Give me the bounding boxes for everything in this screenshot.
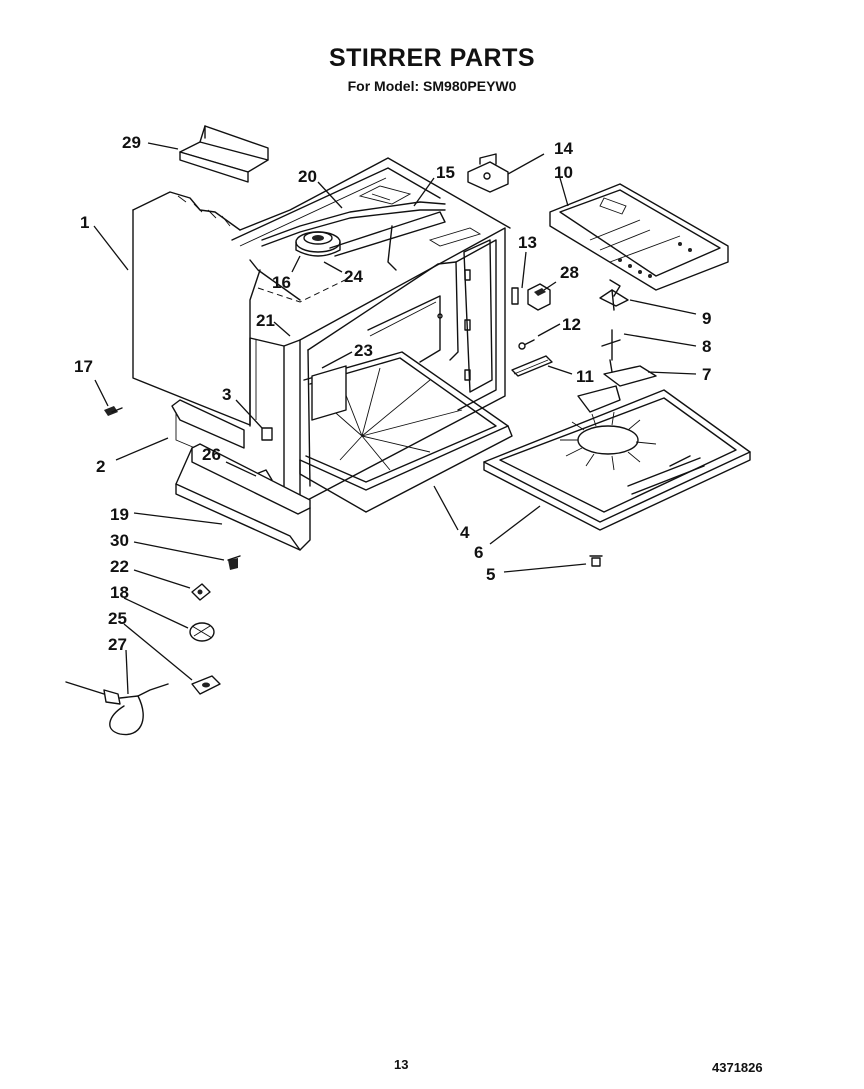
callout-19: 19 — [110, 505, 129, 524]
callout-1: 1 — [80, 213, 90, 232]
part-10-control-board — [549, 183, 729, 291]
part-17-screw — [104, 406, 123, 416]
callout-16: 16 — [272, 273, 291, 292]
part-8-shaft — [601, 329, 621, 361]
callout-27: 27 — [108, 635, 127, 654]
callout-2: 2 — [96, 457, 106, 476]
callout-14: 14 — [554, 139, 573, 158]
part-19-bottom-rail — [175, 443, 311, 551]
callout-7: 7 — [702, 365, 712, 384]
leader-lines — [93, 142, 697, 695]
callout-12: 12 — [562, 315, 581, 334]
part-3-clip — [261, 427, 273, 441]
part-20-stirrer-motor — [261, 185, 482, 271]
callout-22: 22 — [110, 557, 129, 576]
callout-6: 6 — [474, 543, 484, 562]
callout-4: 4 — [460, 523, 470, 542]
part-13-clip — [511, 287, 519, 305]
part-29-cover — [179, 125, 269, 183]
callout-15: 15 — [436, 163, 455, 182]
part-6-bottom-tray — [483, 385, 751, 531]
callout-24: 24 — [344, 267, 363, 286]
part-28-switch — [527, 283, 551, 311]
document-number: 4371826 — [712, 1060, 763, 1075]
callout-3: 3 — [222, 385, 232, 404]
part-11-strip — [511, 355, 553, 377]
callout-25: 25 — [108, 609, 127, 628]
part-4-cavity-floor — [299, 351, 513, 513]
callout-30: 30 — [110, 531, 129, 550]
callout-20: 20 — [298, 167, 317, 186]
page-title: STIRRER PARTS — [328, 44, 536, 72]
part-30-screw — [227, 555, 241, 570]
part-25-bushing — [191, 675, 221, 695]
callout-21: 21 — [256, 311, 275, 330]
part-22-fastener — [191, 583, 211, 601]
callout-18: 18 — [110, 583, 129, 602]
callout-28: 28 — [560, 263, 579, 282]
part-14-bracket — [467, 153, 509, 193]
callout-23: 23 — [354, 341, 373, 360]
part-9-stirrer-blade — [599, 279, 629, 311]
callout-17: 17 — [74, 357, 93, 376]
callout-8: 8 — [702, 337, 712, 356]
part-5-screw — [589, 555, 603, 567]
callout-9: 9 — [702, 309, 712, 328]
part-7-shield — [603, 359, 657, 387]
part-12-screw — [518, 339, 535, 350]
part-21-front-frame — [249, 227, 506, 511]
callout-26: 26 — [202, 445, 221, 464]
callout-13: 13 — [518, 233, 537, 252]
callout-10: 10 — [554, 163, 573, 182]
part-27-sensor-cord — [65, 681, 169, 736]
model-subtitle: For Model: SM980PEYW0 — [347, 78, 517, 94]
part-18-coupler — [189, 622, 215, 642]
page-number: 13 — [394, 1057, 409, 1072]
callout-29: 29 — [122, 133, 141, 152]
callout-5: 5 — [486, 565, 496, 584]
callout-11: 11 — [576, 367, 594, 386]
